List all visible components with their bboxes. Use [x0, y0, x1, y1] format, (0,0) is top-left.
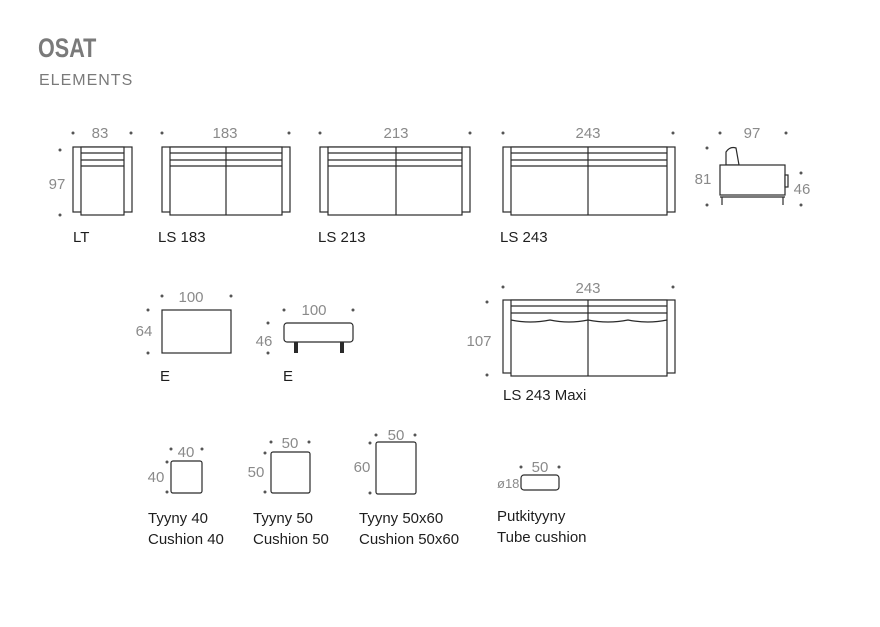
lt-depth: 97 — [49, 176, 66, 193]
lt-label: LT — [73, 229, 89, 246]
element-ls213: 213 LS 213 — [318, 125, 472, 246]
cushion-50-label-fi: Tyyny 50 — [253, 510, 313, 527]
maxi-width: 243 — [575, 280, 600, 297]
tube-cushion-width: 50 — [532, 459, 549, 476]
ls213-width: 213 — [383, 125, 408, 142]
tube-cushion-diameter: ø18 — [497, 476, 519, 491]
ls243-width: 243 — [575, 125, 600, 142]
element-e-side: 100 46 E — [256, 302, 355, 385]
cushion-40-width: 40 — [178, 444, 195, 461]
maxi-depth: 107 — [466, 333, 491, 350]
cushion-40: 40 40 Tyyny 40 Cushion 40 — [148, 444, 224, 548]
page-subtitle: ELEMENTS — [39, 72, 133, 89]
cushion-50x60: 50 60 Tyyny 50x60 Cushion 50x60 — [354, 427, 459, 548]
tube-cushion-label-fi: Putkityyny — [497, 508, 566, 525]
element-ls183: 183 LS 183 — [158, 125, 291, 246]
cushion-50x60-width: 50 — [388, 427, 405, 444]
maxi-label: LS 243 Maxi — [503, 387, 586, 404]
element-side-view: 97 81 46 — [695, 125, 811, 207]
tube-cushion: 50 ø18 Putkityyny Tube cushion — [497, 459, 587, 546]
ls183-width: 183 — [212, 125, 237, 142]
cushion-50-label-en: Cushion 50 — [253, 531, 329, 548]
cushion-50x60-height: 60 — [354, 459, 371, 476]
ls243-label: LS 243 — [500, 229, 548, 246]
element-lt: 83 97 LT — [49, 125, 133, 246]
e-top-width: 100 — [178, 289, 203, 306]
side-height: 81 — [695, 171, 712, 188]
e-top-depth: 64 — [136, 323, 153, 340]
cushion-40-height: 40 — [148, 469, 165, 486]
ls183-label: LS 183 — [158, 229, 206, 246]
e-top-label: E — [160, 368, 170, 385]
cushion-40-label-en: Cushion 40 — [148, 531, 224, 548]
tube-cushion-label-en: Tube cushion — [497, 529, 587, 546]
e-side-label: E — [283, 368, 293, 385]
cushion-50: 50 50 Tyyny 50 Cushion 50 — [248, 435, 329, 548]
e-side-height: 46 — [256, 333, 273, 350]
ls213-label: LS 213 — [318, 229, 366, 246]
element-ls243: 243 LS 243 — [500, 125, 676, 246]
side-depth: 97 — [744, 125, 761, 142]
cushion-50x60-label-en: Cushion 50x60 — [359, 531, 459, 548]
cushion-50x60-label-fi: Tyyny 50x60 — [359, 510, 443, 527]
cushion-50-height: 50 — [248, 464, 265, 481]
cushion-50-width: 50 — [282, 435, 299, 452]
element-e-top: 100 64 E — [136, 289, 233, 385]
element-ls243-maxi: 243 107 LS 243 Maxi — [466, 280, 676, 404]
cushion-40-label-fi: Tyyny 40 — [148, 510, 208, 527]
side-seat-height: 46 — [794, 181, 811, 198]
lt-width: 83 — [92, 125, 109, 142]
e-side-width: 100 — [301, 302, 326, 319]
page-title: OSAT — [38, 34, 96, 64]
